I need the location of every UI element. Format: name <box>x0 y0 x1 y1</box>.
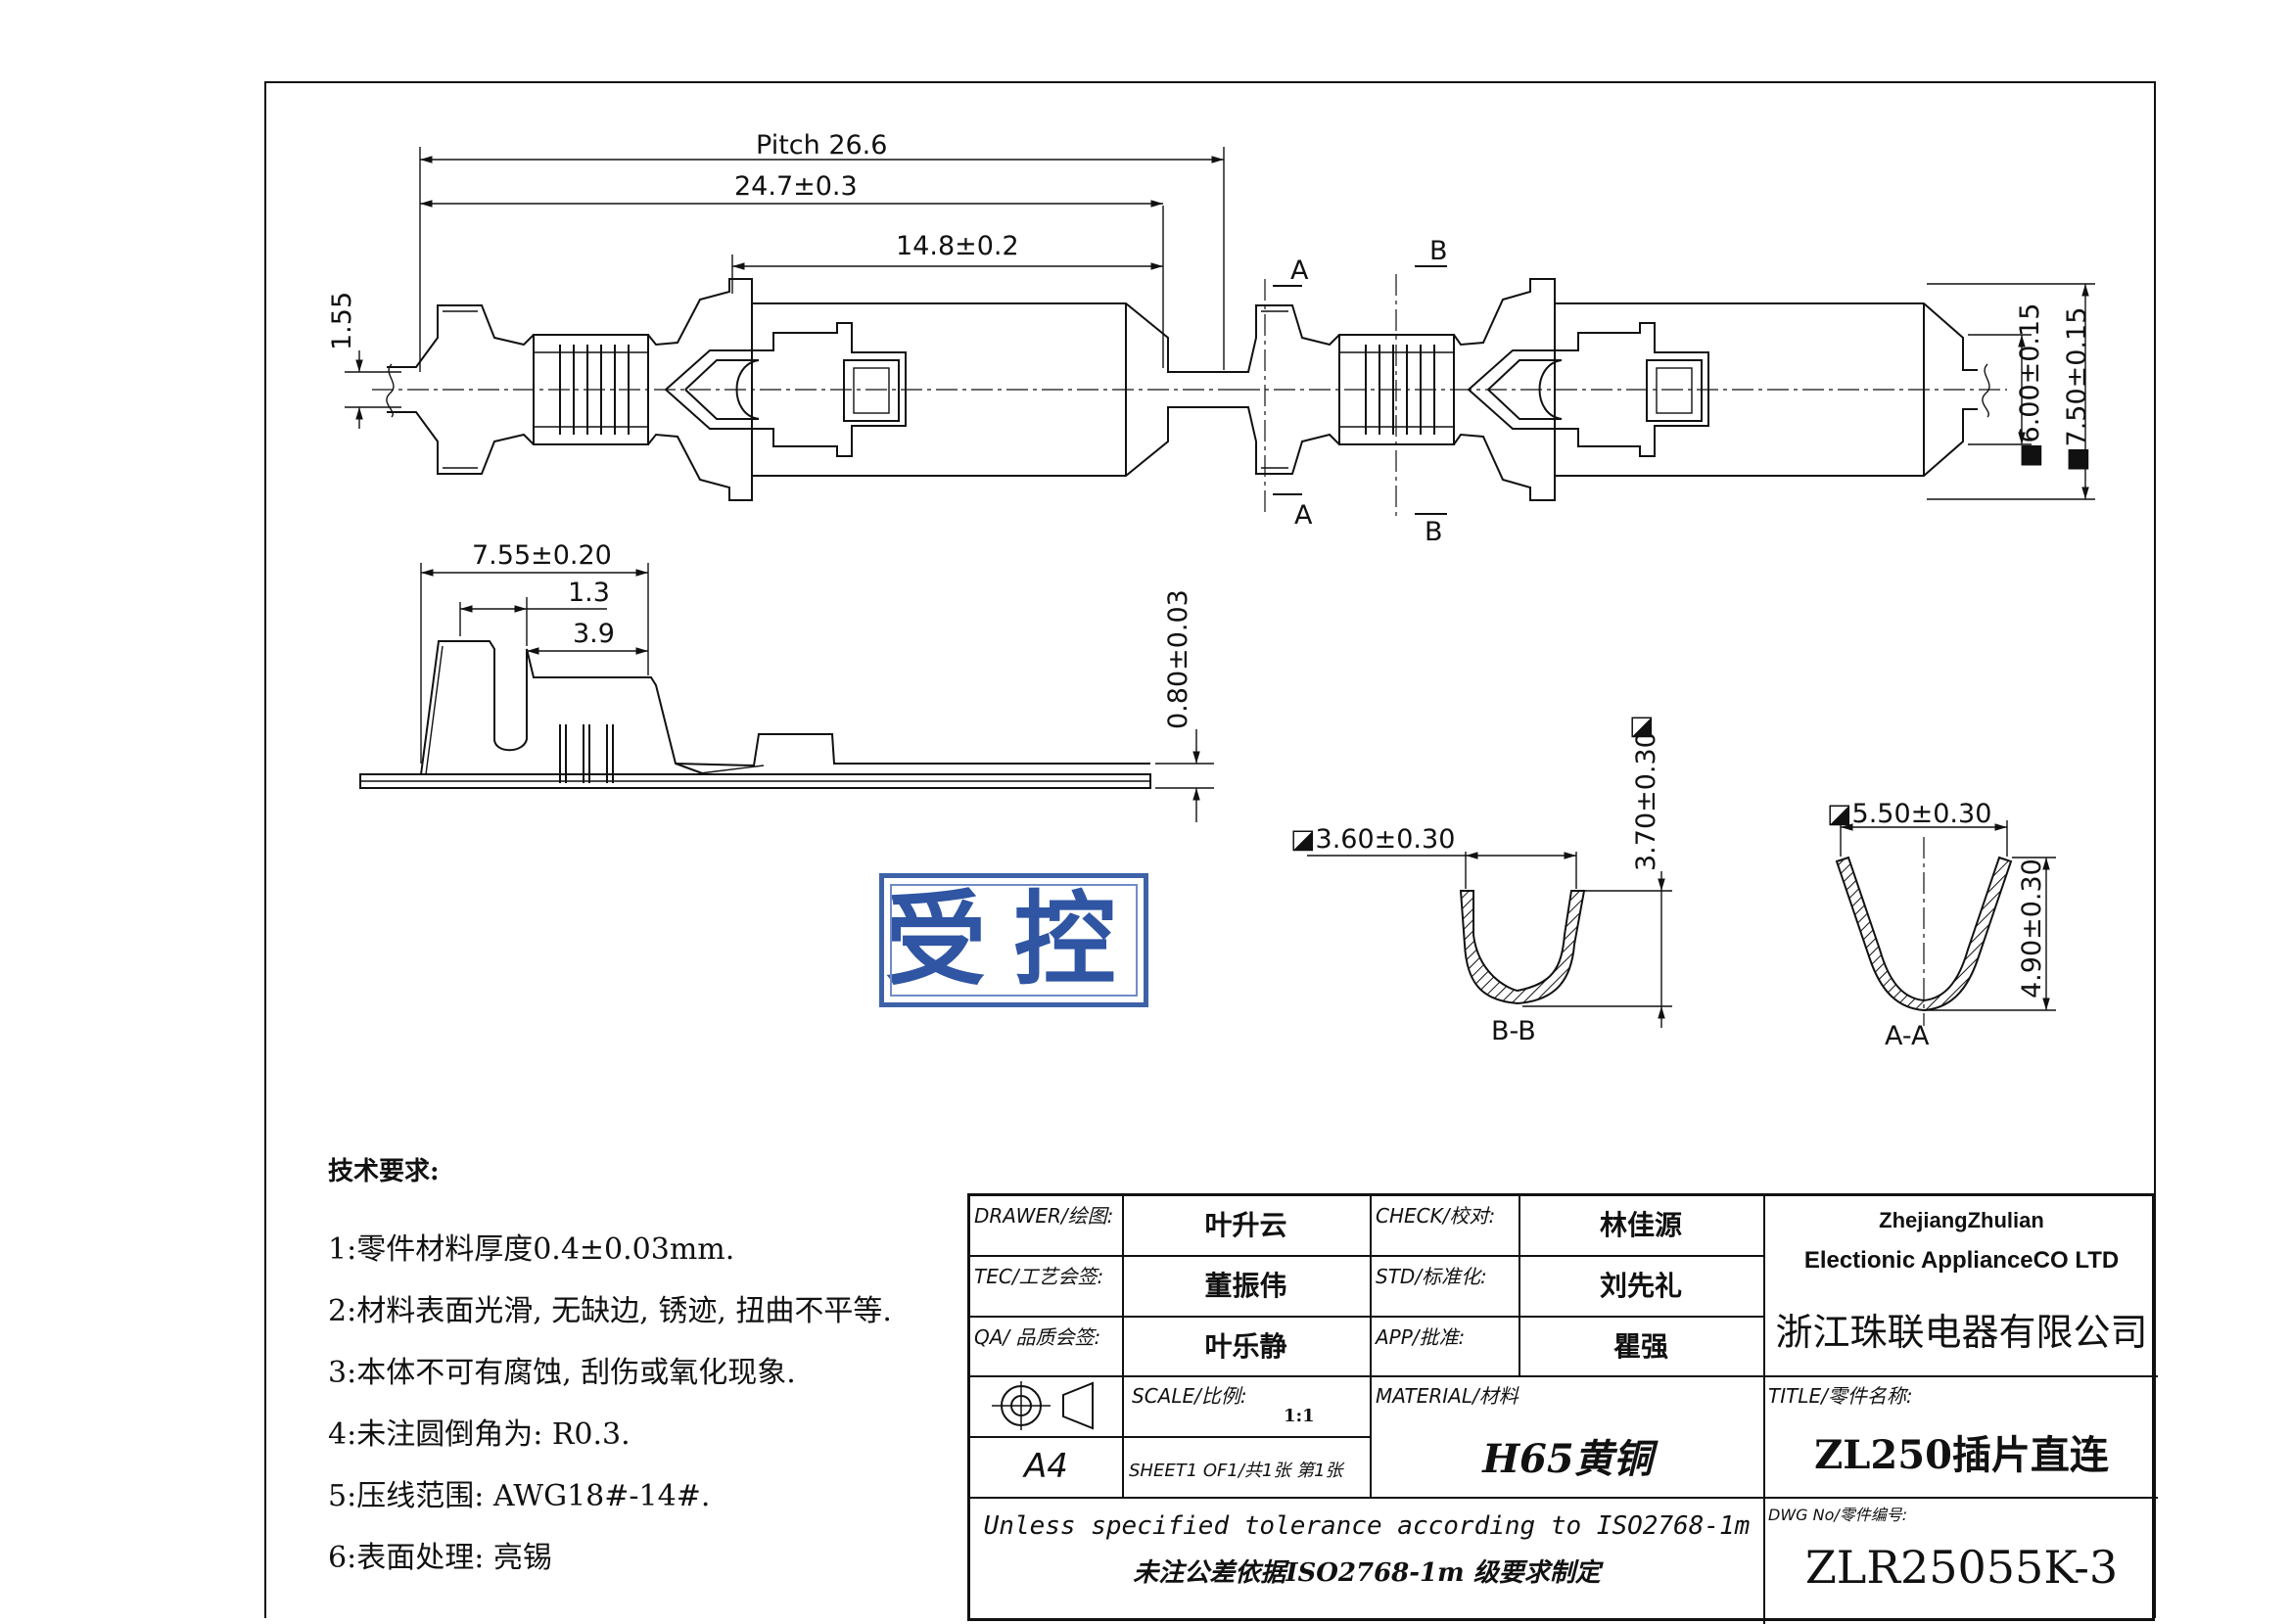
overall-length-dimension: 24.7±0.3 <box>734 171 858 202</box>
sheet-label: SHEET1 OF1/共1张 第1张 <box>1129 1461 1343 1481</box>
inner-width-dimension: ■6.00±0.15 <box>2015 303 2045 468</box>
technical-requirements: 技术要求: 1:零件材料厚度0.4±0.03mm. 2:材料表面光滑, 无缺边,… <box>328 1151 892 1597</box>
note-item: 1:零件材料厚度0.4±0.03mm. <box>328 1232 735 1267</box>
tec-label: TEC/工艺会签: <box>974 1265 1104 1288</box>
drawer-label: DRAWER/绘图: <box>974 1204 1114 1228</box>
qa-value: 叶乐静 <box>1204 1330 1287 1363</box>
dimension-1-3: 1.3 <box>568 578 610 608</box>
bb-height-flatness-mark: ◪ <box>1629 711 1655 741</box>
thickness-dimension: 0.80±0.03 <box>1163 589 1193 729</box>
outer-width-dimension: ■7.50±0.15 <box>2062 307 2092 472</box>
controlled-stamp: 受控 <box>879 873 1148 1007</box>
tec-value: 董振伟 <box>1204 1270 1287 1302</box>
std-value: 刘先礼 <box>1599 1270 1682 1302</box>
note-item: 2:材料表面光滑, 无缺边, 锈迹, 扭曲不平等. <box>328 1294 892 1328</box>
aa-width-dimension: ◪5.50±0.30 <box>1827 799 1991 829</box>
section-aa-label: A-A <box>1885 1021 1930 1051</box>
bb-width-dimension: ◪3.60±0.30 <box>1290 824 1455 855</box>
note-item: 4:未注圆倒角为: R0.3. <box>328 1417 631 1452</box>
section-a-top-label: A <box>1290 255 1309 286</box>
projection-symbol-icon <box>970 1375 1122 1436</box>
title-label: TITLE/零件名称: <box>1768 1384 1913 1408</box>
company-name-en: ZhejiangZhulian <box>1879 1208 2044 1232</box>
terminal-top-view-right <box>1238 278 2007 501</box>
app-value: 瞿强 <box>1612 1330 1668 1363</box>
part-title: ZL250插片直连 <box>1814 1432 2109 1478</box>
section-b-bottom-label: B <box>1425 517 1443 547</box>
drawing-number: ZLR25055K-3 <box>1804 1541 2119 1594</box>
drawer-value: 叶升云 <box>1204 1209 1287 1241</box>
section-bb-view <box>1307 852 1672 1028</box>
qa-label: QA/ 品质会签: <box>974 1325 1101 1349</box>
section-b-top-label: B <box>1429 236 1448 266</box>
tab-height-dimension: 1.55 <box>327 292 357 350</box>
terminal-top-view-left <box>372 278 1238 501</box>
dimension-3-9: 3.9 <box>573 619 615 649</box>
scale-label: SCALE/比例: <box>1132 1384 1247 1408</box>
drawing-border <box>264 81 2156 1618</box>
note-item: 5:压线范围: AWG18#-14#. <box>328 1479 711 1513</box>
check-value: 林佳源 <box>1599 1209 1682 1241</box>
section-bb-label: B-B <box>1491 1016 1536 1046</box>
title-block: DRAWER/绘图: 叶升云 CHECK/校对: 林佳源 TEC/工艺会签: 董… <box>967 1193 2158 1624</box>
note-item: 3:本体不可有腐蚀, 刮伤或氧化现象. <box>328 1356 796 1390</box>
scale-value: 1:1 <box>1284 1406 1315 1426</box>
section-lines <box>1264 265 1447 517</box>
pitch-dimension: Pitch 26.6 <box>756 130 887 161</box>
check-label: CHECK/校对: <box>1376 1204 1496 1228</box>
company-name-en-2: Electionic ApplianceCO LTD <box>1803 1247 2120 1274</box>
material-value: H65黄铜 <box>1482 1436 1653 1482</box>
company-name-cn: 浙江珠联电器有限公司 <box>1775 1311 2148 1354</box>
bb-height-dimension: 3.70±0.30 <box>1631 731 1661 871</box>
material-label: MATERIAL/材料 <box>1376 1384 1519 1408</box>
aa-height-dimension: 4.90±0.30 <box>2017 858 2047 998</box>
note-item: 6:表面处理: 亮锡 <box>328 1541 552 1575</box>
section-aa-view <box>1835 820 2056 1026</box>
terminal-side-view <box>359 563 1214 822</box>
paper-size: A4 <box>1024 1447 1068 1486</box>
tolerance-note-cn: 未注公差依据ISO2768-1m 级要求制定 <box>1133 1558 1601 1588</box>
section-a-bottom-label: A <box>1294 500 1313 531</box>
top-dimension-lines <box>345 147 2095 500</box>
notes-heading: 技术要求: <box>328 1157 440 1186</box>
tolerance-note-en: Unless specified tolerance according to … <box>983 1511 1751 1541</box>
std-label: STD/标准化: <box>1376 1265 1487 1288</box>
app-label: APP/批准: <box>1376 1325 1466 1349</box>
crimp-length-dimension: 7.55±0.20 <box>472 540 612 571</box>
body-length-dimension: 14.8±0.2 <box>896 231 1019 261</box>
dwg-no-label: DWG No/零件编号: <box>1768 1506 1908 1524</box>
